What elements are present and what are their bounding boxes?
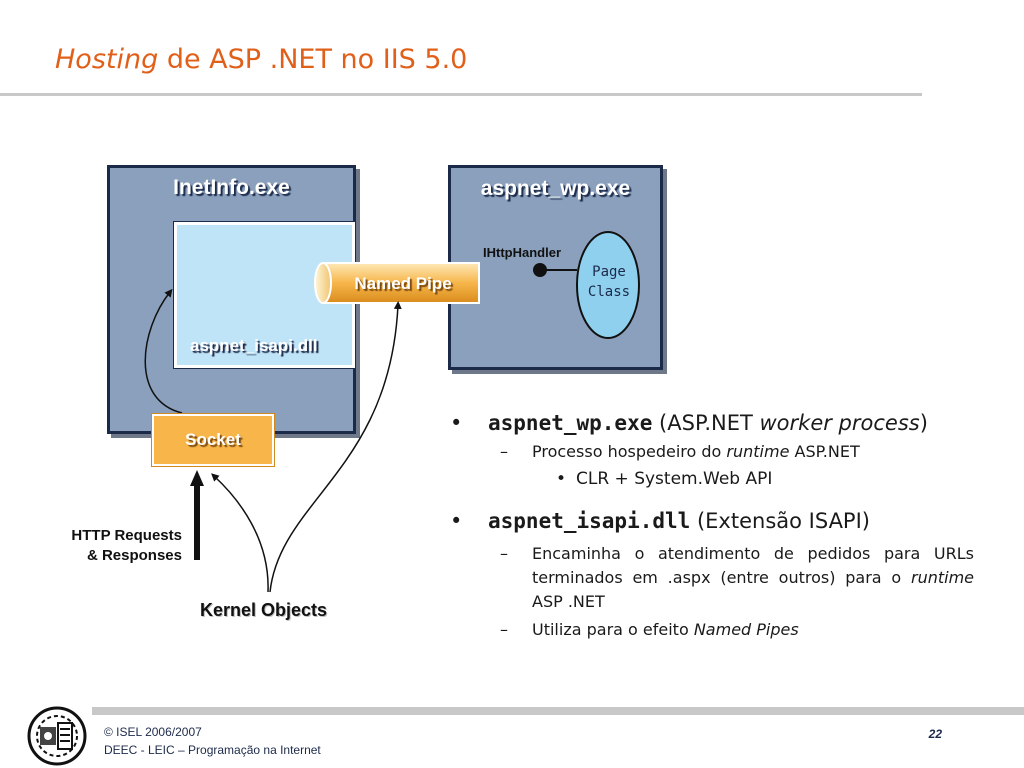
page-class-label: Page Class bbox=[578, 262, 640, 302]
sub-bullet-emphasis: runtime bbox=[726, 442, 790, 461]
page-class-ellipse bbox=[576, 231, 640, 339]
sub-sub-bullet-text: CLR + System.Web API bbox=[576, 469, 773, 489]
sub-bullet-text: ASP.NET bbox=[789, 442, 860, 461]
aspnet-wp-title: aspnet_wp.exe bbox=[480, 177, 631, 200]
sub-bullet-emphasis: Named Pipes bbox=[693, 620, 799, 639]
bullet-text: ) bbox=[919, 411, 928, 435]
bullet-emphasis: worker process bbox=[759, 411, 920, 435]
http-label-line2: & Responses bbox=[86, 547, 182, 564]
slide-title: Hosting de ASP .NET no IIS 5.0 bbox=[55, 44, 467, 75]
inetinfo-title: InetInfo.exe bbox=[173, 176, 290, 199]
named-pipe-cylinder bbox=[314, 262, 480, 304]
sub-bullet-text: Encaminha o atendimento de pedidos para … bbox=[532, 544, 974, 587]
http-arrow bbox=[190, 470, 204, 560]
sub-bullet-text: ASP .NET bbox=[532, 592, 605, 611]
sub-bullet: – Utiliza para o efeito Named Pipes bbox=[448, 618, 974, 642]
title-text: de ASP .NET no IIS 5.0 bbox=[158, 44, 468, 75]
footer-copyright: © ISEL 2006/2007 bbox=[104, 725, 202, 739]
bullet-text: (Extensão ISAPI) bbox=[690, 509, 870, 533]
socket-label: Socket bbox=[185, 430, 241, 449]
kernel-objects-label: Kernel Objects bbox=[200, 600, 328, 620]
bullet-aspnet-isapi: • aspnet_isapi.dll (Extensão ISAPI) bbox=[448, 506, 974, 536]
bullet-code: aspnet_isapi.dll bbox=[488, 509, 691, 533]
page-class-line1: Page bbox=[592, 264, 626, 280]
dash-mark: – bbox=[500, 620, 508, 639]
socket-box: Socket bbox=[151, 413, 275, 467]
page-class-line2: Class bbox=[587, 284, 631, 300]
sub-bullet: – Processo hospedeiro do runtime ASP.NET bbox=[448, 440, 974, 464]
bullet-mark: • bbox=[450, 509, 463, 533]
bullet-aspnet-wp: • aspnet_wp.exe (ASP.NET worker process) bbox=[448, 408, 974, 438]
sub-bullet-text: Utiliza para o efeito bbox=[532, 620, 694, 639]
bullet-code: aspnet_wp.exe bbox=[488, 411, 653, 435]
title-emphasis: Hosting bbox=[55, 44, 159, 75]
bullet-text: (ASP.NET bbox=[652, 411, 760, 435]
socket-to-isapi-arrow bbox=[144, 288, 183, 414]
interface-lollipop bbox=[533, 263, 547, 277]
named-pipe-label: Named Pipe bbox=[354, 274, 452, 293]
dash-mark: – bbox=[500, 442, 508, 461]
isapi-label: aspnet_isapi.dll bbox=[190, 336, 318, 355]
isel-logo-icon bbox=[27, 706, 87, 766]
bullet-list: •aspnet_wp.exe (ASP.NET worker process) … bbox=[448, 408, 974, 642]
title-divider bbox=[0, 93, 922, 96]
sub-bullet: – Encaminha o atendimento de pedidos para… bbox=[448, 542, 974, 614]
bullet-mark: • bbox=[450, 411, 463, 435]
http-label-line1: HTTP Requests bbox=[71, 527, 182, 544]
kernel-to-pipe-arrow bbox=[269, 301, 402, 593]
kernel-to-socket-arrow bbox=[211, 473, 269, 593]
sub-bullet-text: Processo hospedeiro do bbox=[532, 442, 727, 461]
footer-divider bbox=[92, 707, 1024, 715]
interface-label: IHttpHandler bbox=[483, 245, 561, 260]
bullet-mark: • bbox=[556, 469, 567, 489]
sub-sub-bullet: • CLR + System.Web API bbox=[448, 466, 974, 492]
sub-bullet-emphasis: runtime bbox=[910, 568, 974, 587]
dash-mark: – bbox=[500, 544, 508, 563]
aspnet-wp-box: aspnet_wp.exe bbox=[448, 165, 663, 370]
footer-course: DEEC - LEIC – Programação na Internet bbox=[104, 743, 321, 757]
page-number: 22 bbox=[928, 727, 942, 741]
http-label: HTTP Requests & Responses bbox=[54, 526, 182, 566]
